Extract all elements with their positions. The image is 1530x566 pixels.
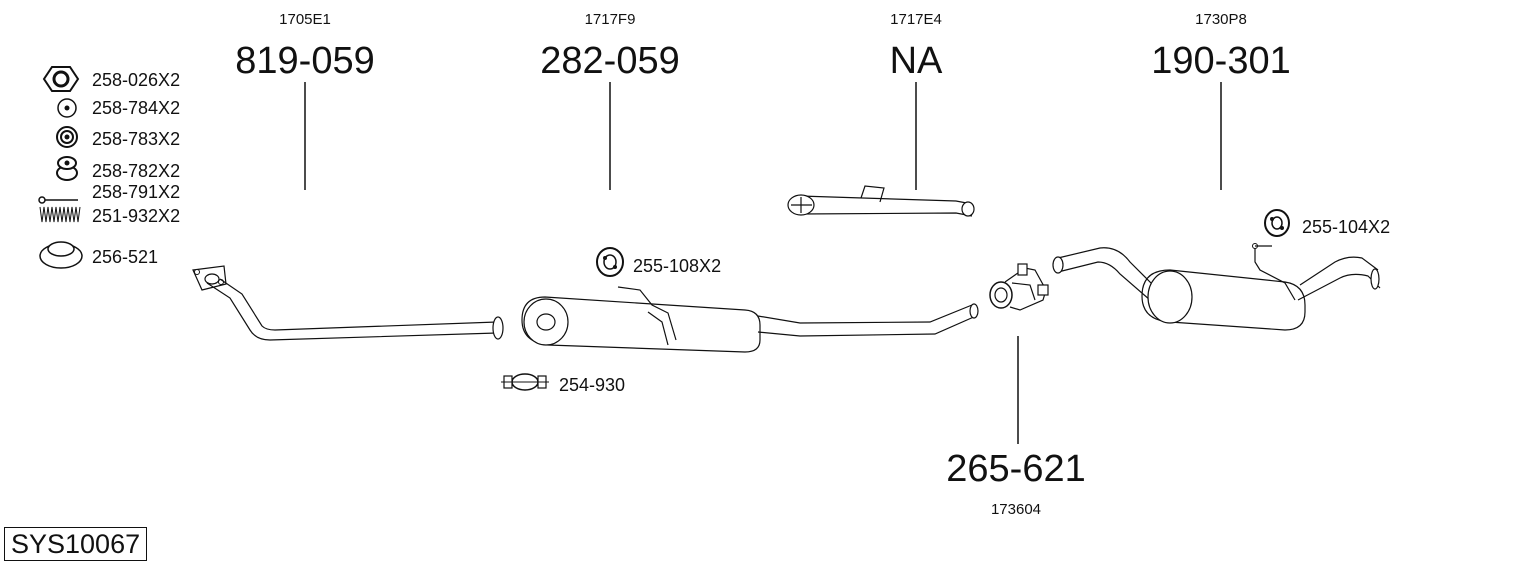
- hanger-icon: [596, 247, 624, 277]
- connecting-pipe-drawing: [787, 185, 975, 217]
- part-ref-middle-silencer: 1717F9: [585, 11, 636, 28]
- accessory-label-washer[interactable]: 258-784X2: [92, 98, 180, 118]
- part-number-middle-silencer[interactable]: 282-059: [540, 40, 679, 82]
- system-code-box: SYS10067: [4, 527, 148, 561]
- part-number-front-pipe[interactable]: 819-059: [235, 40, 374, 82]
- part-number-rear-silencer[interactable]: 190-301: [1151, 40, 1290, 82]
- part-ref-repair-clamp: 173604: [991, 501, 1041, 518]
- rear-silencer-drawing: [1052, 243, 1381, 331]
- gasket-icon: [39, 241, 83, 269]
- mount-ring-icon: [56, 126, 78, 148]
- accessory-label-gasket[interactable]: 256-521: [92, 247, 158, 267]
- part-ref-rear-silencer: 1730P8: [1195, 11, 1247, 28]
- mount-rubber-icon: [56, 156, 78, 181]
- part-ref-connecting-pipe: 1717E4: [890, 11, 942, 28]
- accessory-label-mount-rubber[interactable]: 258-782X2: [92, 161, 180, 181]
- part-number-repair-clamp[interactable]: 265-621: [946, 448, 1085, 490]
- repair-clamp-drawing: [989, 263, 1049, 311]
- accessory-label-hanger-a[interactable]: 255-108X2: [633, 256, 721, 276]
- clamp-icon: [501, 373, 549, 391]
- accessory-label-nut[interactable]: 258-026X2: [92, 70, 180, 90]
- nut-icon: [42, 66, 80, 92]
- accessory-label-mount-ring[interactable]: 258-783X2: [92, 129, 180, 149]
- spring-icon: [39, 206, 81, 223]
- front-pipe-drawing: [192, 265, 504, 341]
- accessory-label-spring[interactable]: 251-932X2: [92, 206, 180, 226]
- part-number-connecting-pipe[interactable]: NA: [890, 40, 943, 82]
- accessory-label-hanger-b[interactable]: 255-104X2: [1302, 217, 1390, 237]
- part-ref-front-pipe: 1705E1: [279, 11, 331, 28]
- accessory-label-clamp[interactable]: 254-930: [559, 375, 625, 395]
- rear-hanger-icon: [1264, 209, 1290, 237]
- washer-icon: [57, 98, 77, 118]
- accessory-label-bolt[interactable]: 258-791X2: [92, 182, 180, 202]
- bolt-icon: [38, 196, 78, 204]
- middle-silencer-drawing: [521, 286, 979, 353]
